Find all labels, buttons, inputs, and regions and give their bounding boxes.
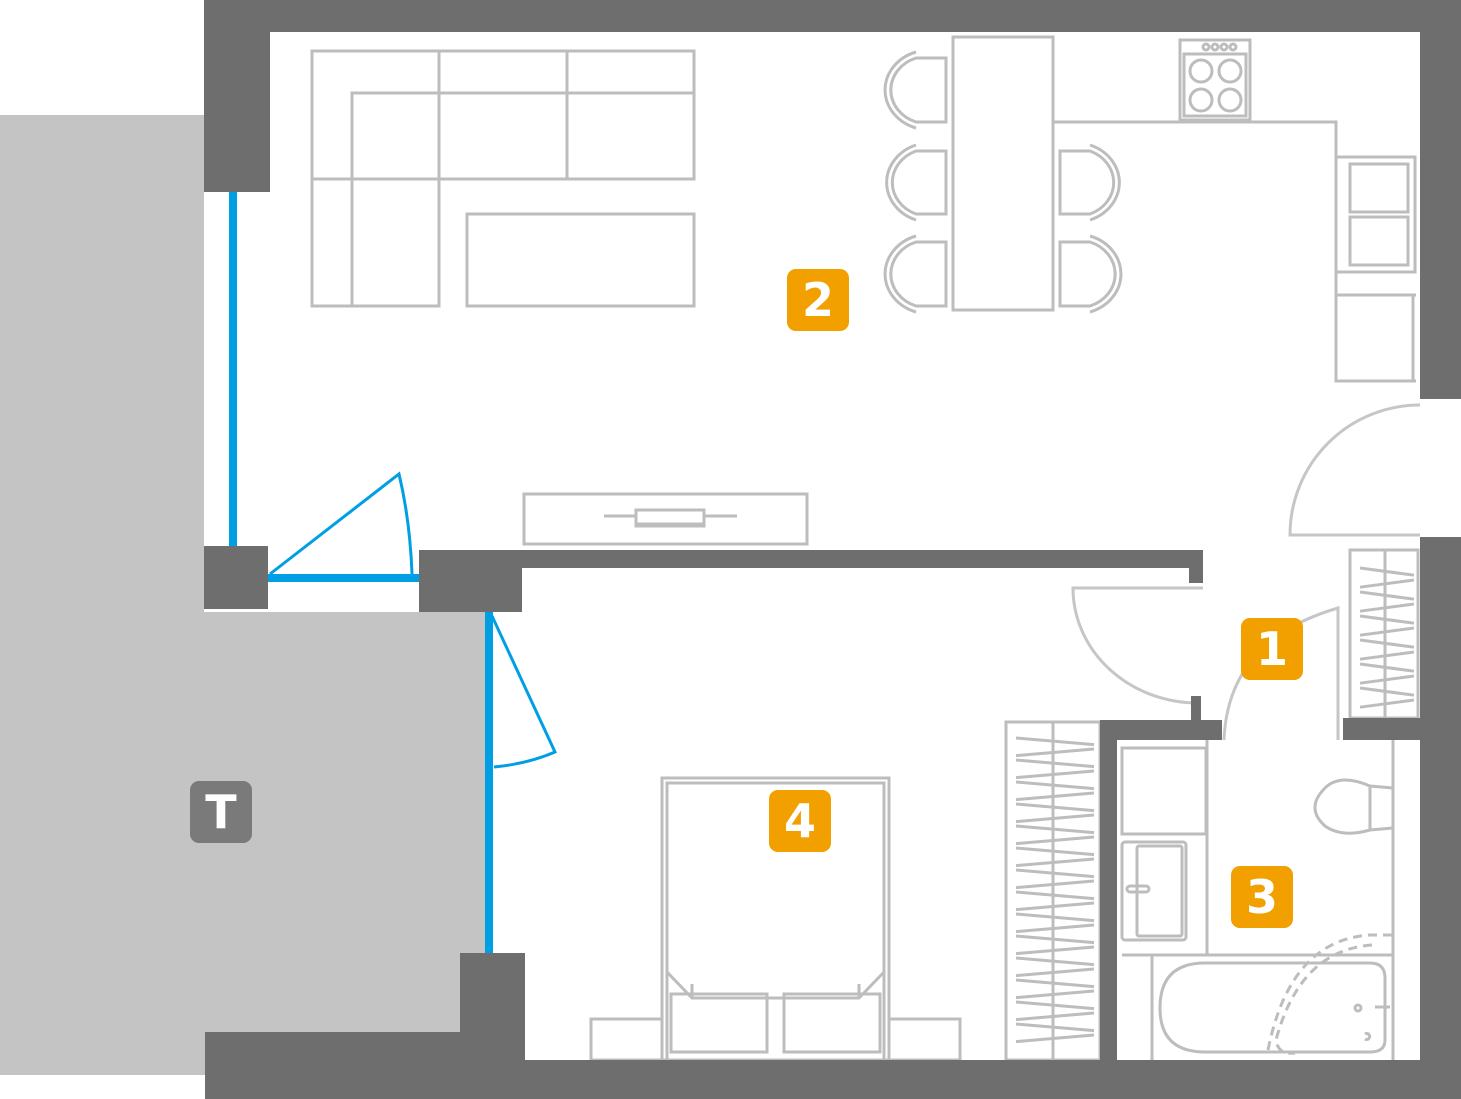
hanger-line (1015, 967, 1095, 978)
hanger-line (1359, 578, 1415, 589)
stove (1178, 38, 1252, 122)
hanger-line (1015, 780, 1095, 791)
hanger-line (1015, 1022, 1095, 1033)
hanger-line (1359, 602, 1415, 613)
hanger-line (1359, 686, 1415, 697)
kitchen-counter (1053, 120, 1417, 383)
hanger-line (1015, 769, 1095, 780)
hanger-line (1359, 566, 1415, 577)
terrace-area (0, 115, 488, 1075)
dining-table (951, 35, 1055, 312)
hanger-line (1015, 802, 1095, 813)
nightstand-left (589, 1017, 664, 1062)
hanger-line (1359, 650, 1415, 661)
hanger-line (1015, 912, 1095, 923)
sink (1120, 740, 1395, 1060)
hanger-line (1359, 674, 1415, 685)
terrace-label: T (190, 781, 252, 843)
hanger-line (1015, 901, 1095, 912)
hanger-line (1015, 868, 1095, 879)
hanger-line (1015, 1000, 1095, 1011)
hanger-line (1015, 945, 1095, 956)
nightstand-right (887, 1017, 962, 1062)
bedroom-wardrobe (1004, 720, 1102, 1062)
hanger-line (1015, 747, 1095, 758)
hanger-line (1015, 791, 1095, 802)
hanger-line (1015, 758, 1095, 769)
hanger-line (1015, 934, 1095, 945)
hanger-line (1015, 1033, 1095, 1044)
hanger-line (1015, 1011, 1095, 1022)
hanger-line (1359, 590, 1415, 601)
hanger-line (1015, 989, 1095, 1000)
hanger-line (1015, 736, 1095, 747)
hanger-line (1015, 956, 1095, 967)
bathtub (1122, 933, 1393, 1060)
tv-stand (522, 492, 809, 546)
hanger-line (1015, 835, 1095, 846)
washing-machine (1120, 746, 1208, 836)
sofa (310, 49, 696, 308)
toilet (1313, 778, 1394, 835)
coffee-table (465, 212, 696, 308)
entrance-door[interactable] (1288, 403, 1421, 537)
hanger-line (1359, 626, 1415, 637)
room-label-1: 1 (1241, 618, 1303, 680)
bedroom-terrace-door[interactable] (490, 615, 558, 769)
hanger-line (1015, 857, 1095, 868)
hanger-line (1015, 824, 1095, 835)
hall-wardrobe (1348, 548, 1420, 720)
hanger-line (1359, 614, 1415, 625)
hanger-line (1015, 923, 1095, 934)
hanger-line (1015, 813, 1095, 824)
room-label-2: 2 (787, 269, 849, 331)
room-label-3: 3 (1231, 866, 1293, 928)
hanger-line (1359, 662, 1415, 673)
bedroom-hall-door[interactable] (1071, 586, 1203, 705)
hanger-line (1015, 890, 1095, 901)
hanger-line (1015, 846, 1095, 857)
hanger-line (1015, 978, 1095, 989)
dining-chairs (883, 50, 1123, 314)
terrace-door[interactable] (269, 471, 414, 576)
walls (204, 0, 1461, 1099)
hanger-line (1359, 698, 1415, 709)
room-label-4: 4 (769, 790, 831, 852)
hanger-line (1359, 638, 1415, 649)
hanger-line (1015, 879, 1095, 890)
